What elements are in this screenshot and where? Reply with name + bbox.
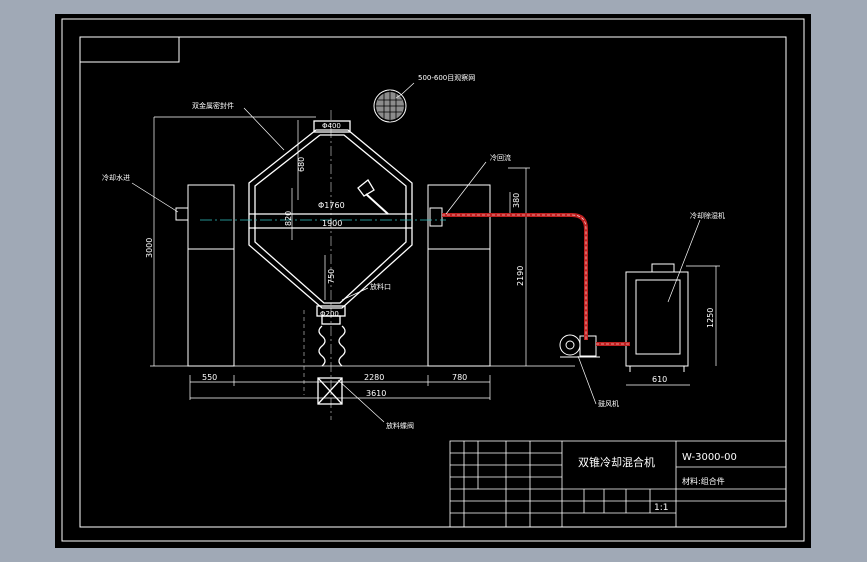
dim-axis-height: 2190 [516, 266, 525, 286]
callout-outlet-valve: 放料蝶阀 [386, 421, 414, 430]
title-block [449, 440, 787, 528]
inspection-screen [373, 89, 407, 123]
callout-labels: 500-600目观察网 双金属密封件 冷却水进 冷回流 冷却除湿机 放料口 放料… [102, 73, 725, 430]
spray-nozzle [357, 179, 375, 197]
drawing-material: 材料:组合件 [682, 476, 725, 486]
dim-total-width: 3610 [366, 389, 386, 398]
dim-top-height: 680 [297, 157, 306, 172]
dim-left-support: 550 [202, 373, 217, 382]
dim-bottom-dia: Φ200 [320, 310, 339, 318]
vessel-outline [248, 129, 413, 309]
outer-border [61, 18, 805, 542]
dim-lower-height: 750 [327, 269, 336, 284]
dim-overall-height: 3000 [145, 238, 154, 258]
drawing-scale: 1:1 [654, 503, 668, 513]
dim-top-dia: Φ400 [322, 122, 341, 130]
callout-blower: 鼓风机 [598, 399, 619, 408]
bellows [318, 325, 346, 367]
leader-lines [131, 82, 701, 423]
dim-body-width: 1900 [322, 219, 342, 228]
dimension-labels: Φ400 Φ1760 1900 680 820 750 Φ200 3000 21… [145, 122, 715, 398]
corner-stamp [79, 36, 180, 63]
callout-dual-seal: 双金属密封件 [192, 101, 234, 110]
dim-mid-height: 820 [284, 211, 293, 226]
chiller-unit [625, 263, 689, 372]
feed-port [313, 120, 351, 133]
vessel-inner-wall [254, 134, 407, 304]
drawing-sheet [55, 14, 811, 548]
dim-chiller-height: 1250 [706, 308, 715, 328]
callout-return-port: 冷回流 [490, 153, 511, 162]
dim-chiller-width: 610 [652, 375, 667, 384]
piping [442, 213, 630, 346]
drawing-title: 双锥冷却混合机 [578, 455, 655, 469]
callout-coolant-inlet: 冷却水进 [102, 173, 130, 182]
drawing-number: W-3000-00 [682, 452, 737, 463]
dim-vessel-dia: Φ1760 [318, 201, 345, 210]
vessel [248, 120, 413, 405]
callout-chiller: 冷却除湿机 [690, 211, 725, 220]
callout-inspection-window: 500-600目观察网 [418, 73, 475, 82]
dim-span: 2280 [364, 373, 384, 382]
title-block-text: 双锥冷却混合机 W-3000-00 材料:组合件 1:1 [578, 452, 737, 513]
coolant-fitting [175, 207, 189, 221]
butterfly-valve [317, 377, 343, 405]
dim-pipe-offset: 380 [512, 193, 521, 208]
dim-right-support: 780 [452, 373, 467, 382]
inner-border [79, 36, 787, 528]
callout-discharge: 放料口 [370, 282, 391, 291]
